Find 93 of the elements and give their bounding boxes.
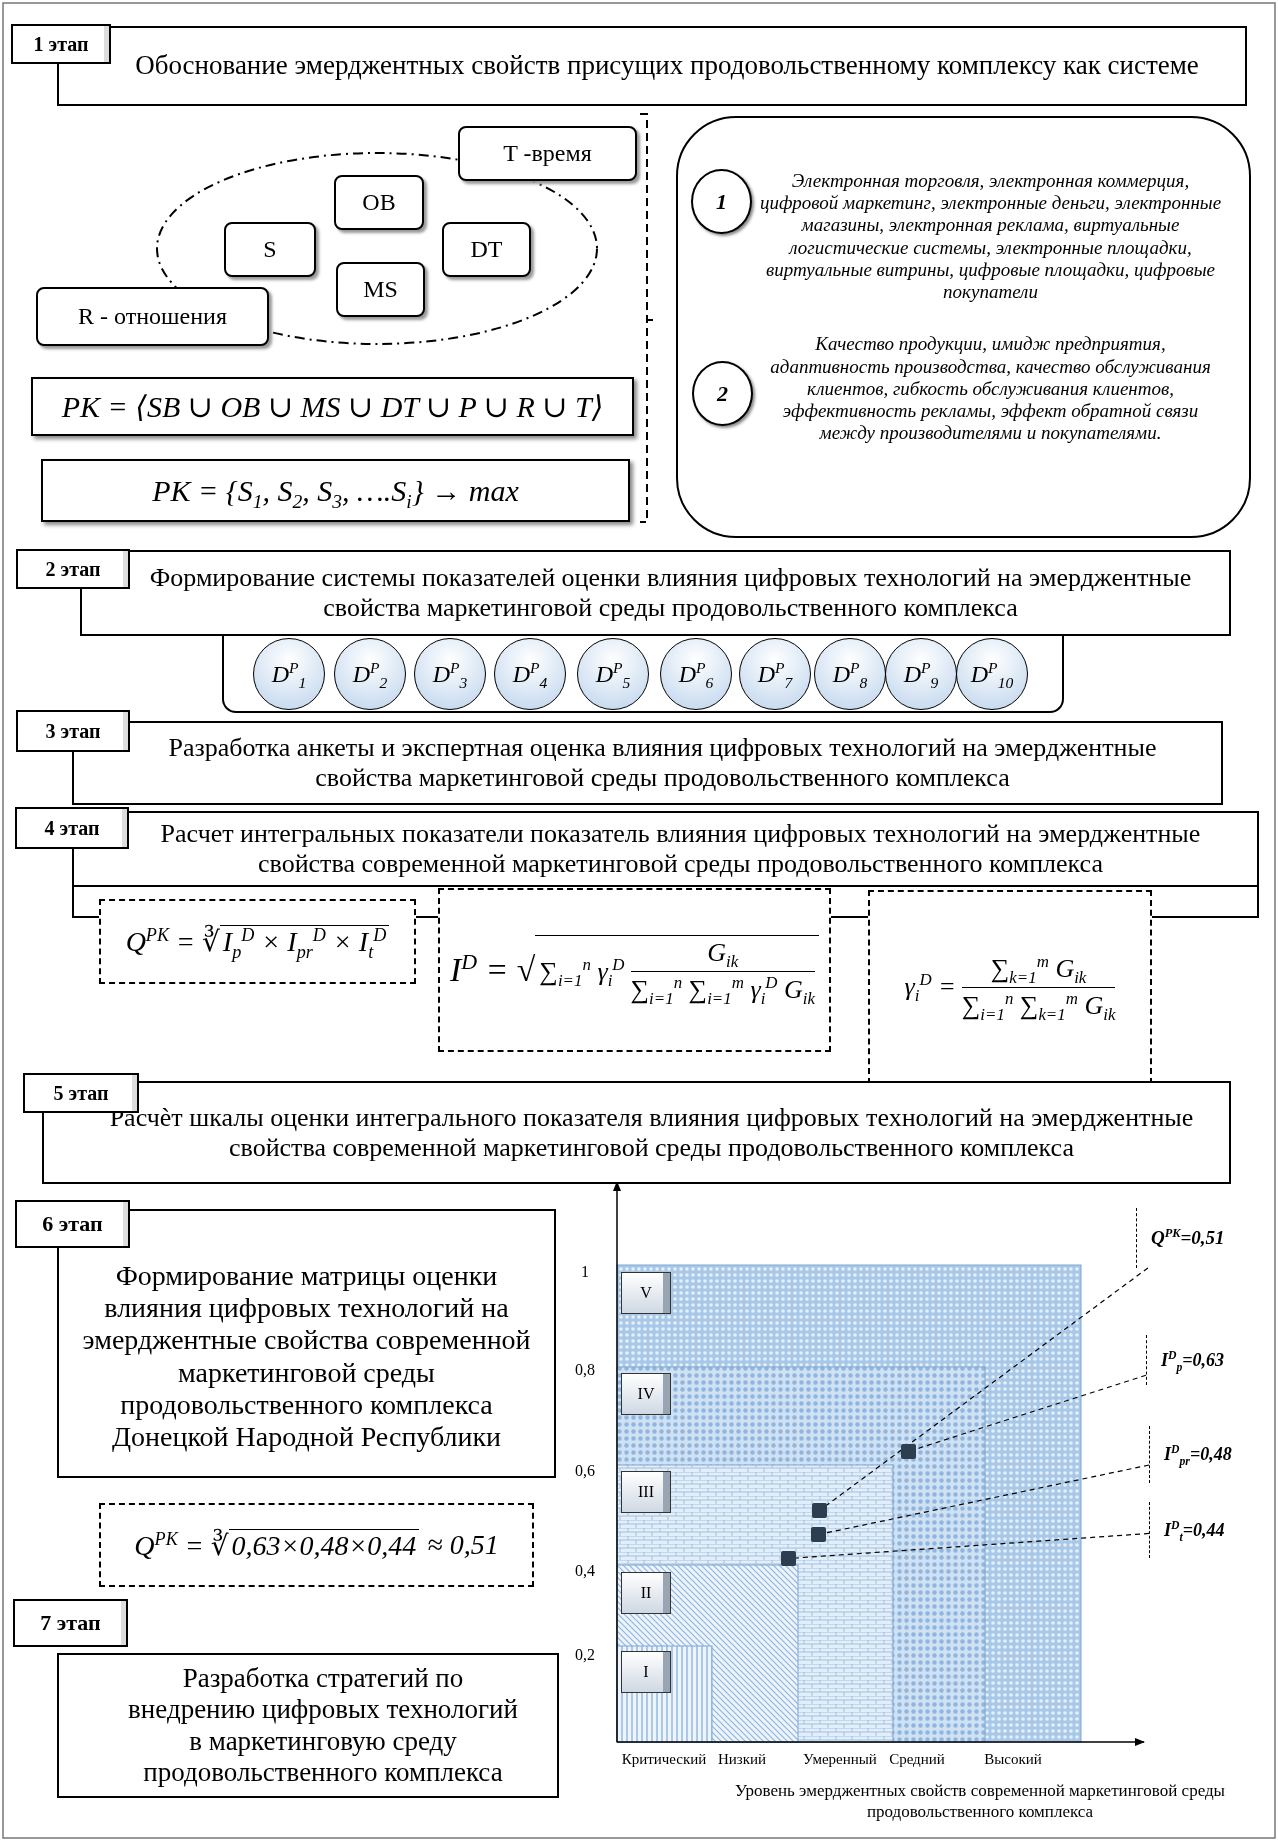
indicator-circle <box>814 638 886 710</box>
stage-tab <box>13 1599 128 1647</box>
formula-box <box>41 459 630 522</box>
element-label: DT <box>470 236 503 263</box>
formula-text: ∑$_{i=1}$$^{n}$ ∑$_{i=1}$$^{m}$ γ$_{i}$$^{D}$ G$_{ik}$ <box>630 975 816 1005</box>
formula-text: ≈ 0,51 <box>427 1529 499 1561</box>
element-label: S <box>263 236 277 263</box>
axis-tick-label: 0,8 <box>574 1360 596 1380</box>
stage-title: Разработка стратегий по внедрению цифровых технологий в маркетинговую среду продовольственного комплекса <box>127 1663 519 1788</box>
description-panel <box>676 116 1251 538</box>
formula-box <box>99 899 416 984</box>
element-box <box>334 175 424 230</box>
element-label: T -время <box>503 140 592 167</box>
axis-title: Уровень эмерджентных свойств современной маркетинговой среды продовольственного комплекса <box>733 1780 1227 1823</box>
element-label: OB <box>362 189 396 216</box>
indicator-panel <box>222 636 1064 713</box>
formula-text: PK = {S$_{1}$, S$_{2}$, S$_{3}$, ….S$_{i}$} → max <box>152 473 519 508</box>
zone-cube <box>621 1373 671 1415</box>
category-label: Средний <box>888 1750 946 1769</box>
formula-box <box>438 888 831 1052</box>
stage-number: 5 этап <box>53 1081 109 1105</box>
category-label: Умеренный <box>802 1750 878 1769</box>
formula-box <box>31 377 634 436</box>
zone-numeral: V <box>640 1284 652 1302</box>
category-label: Высокий <box>983 1750 1043 1769</box>
axis-tick-label: 0,6 <box>574 1461 596 1481</box>
value-text: Q$^{PK}$=0,51 <box>1151 1227 1225 1249</box>
zone-cube <box>621 1572 671 1614</box>
stage-box <box>57 1209 556 1478</box>
axis-tick-label: 0,4 <box>574 1561 596 1581</box>
data-point <box>901 1444 916 1459</box>
zone-numeral: IV <box>637 1385 655 1403</box>
stage-title: Расчет интегральных показатели показатель влияния цифровых технологий на эмерджентные свойства современной маркетинговой среды продовольственного комплекса <box>159 819 1202 879</box>
data-point <box>812 1503 827 1518</box>
axis-tick-label: 1 <box>580 1262 590 1282</box>
zone-numeral: III <box>638 1483 654 1501</box>
leader-line <box>915 1374 1147 1450</box>
stage-number: 7 этап <box>40 1610 101 1636</box>
element-box <box>336 262 425 317</box>
stage-title: Формирование матрицы оценки влияния цифровых технологий на эмерджентные свойства современной маркетинговой среды продовольственного комплекса Донецкой Народной Республики <box>81 1259 532 1454</box>
stage-tab <box>16 549 130 589</box>
formula-text: ∑$_{i=1}$$^{n}$ ∑$_{k=1}$$^{m}$ G$_{ik}$ <box>961 990 1116 1021</box>
formula-text: ∑$_{k=1}$$^{m}$ G$_{ik}$ <box>990 953 1087 984</box>
zone-cube <box>621 1471 671 1513</box>
element-label: R - отношения <box>78 303 227 330</box>
stage-box <box>57 1653 559 1798</box>
stage-number: 1 этап <box>33 32 89 56</box>
number-circle <box>692 361 753 426</box>
number-label: 1 <box>716 188 727 215</box>
stage-box <box>42 1081 1231 1184</box>
description-text: Качество продукции, имидж предприятия, адаптивность производства, качество обслуживания клиентов, гибкость обслуживания клиентов, эффективность рекламы, эффект обратной связи между производителями и покупателями. <box>769 333 1212 445</box>
formula-text: I$^{D}$ = √ <box>449 951 536 989</box>
axis-tick-label: 0,2 <box>574 1645 596 1665</box>
formula-text: PK = ⟨SB ∪ OB ∪ MS ∪ DT ∪ P ∪ R ∪ T⟩ <box>61 389 604 424</box>
formula-text: Q$^{PK}$ = ∛ <box>125 925 220 958</box>
formula-text: G$_{ik}$ <box>707 938 739 968</box>
leader-line <box>825 1464 1150 1534</box>
element-label: MS <box>363 276 398 303</box>
formula-box <box>868 890 1152 1084</box>
indicator-circle <box>956 638 1028 710</box>
stage-tab <box>11 24 111 64</box>
element-box <box>458 126 637 181</box>
formula-text: Q$^{PK}$ = ∛ <box>134 1528 229 1562</box>
stage-title: Обоснование эмерджентных свойств присущих продовольственному комплексу как системе <box>135 50 1199 82</box>
zone-cube <box>621 1272 671 1314</box>
data-point <box>781 1551 796 1566</box>
stage-number: 2 этап <box>45 557 101 581</box>
leader-line <box>826 1267 1149 1506</box>
element-box <box>36 287 269 346</box>
formula-text: 0,63×0,48×0,44 <box>228 1528 420 1562</box>
value-text: I$^{D}$$_{t}$=0,44 <box>1164 1519 1225 1541</box>
element-box <box>442 222 531 277</box>
formula-box <box>99 1503 534 1587</box>
stage-tab <box>16 710 130 752</box>
leader-line <box>795 1532 1150 1559</box>
description-text: Электронная торговля, электронная коммерция, цифровой маркетинг, электронные деньги, электронные магазины, электронная реклама, виртуальные логистические системы, электронные площадки, виртуальные витрины, цифровые площадки, цифровые покупатели <box>758 170 1223 304</box>
stage-title: Разработка анкеты и экспертная оценка влияния цифровых технологий на эмерджентные свойства маркетинговой среды продовольственного комплекса <box>167 733 1158 793</box>
zone-numeral: I <box>643 1663 649 1681</box>
zone-cube <box>621 1651 671 1693</box>
number-circle <box>691 169 752 234</box>
number-label: 2 <box>717 380 728 407</box>
stage-tab <box>15 1200 130 1248</box>
element-box <box>224 222 316 277</box>
stage-number: 4 этап <box>44 816 100 840</box>
stage-number: 3 этап <box>45 719 101 743</box>
stage-number: 6 этап <box>42 1211 103 1237</box>
zone-numeral: II <box>640 1584 652 1602</box>
data-point <box>811 1527 826 1542</box>
indicator-circle <box>885 638 957 710</box>
formula-text: γ$_{i}$$^{D}$ = <box>904 972 956 1002</box>
stage-tab <box>15 807 129 849</box>
category-label: Критический <box>620 1750 708 1769</box>
stage-title: Формирование системы показателей оценки влияния цифровых технологий на эмерджентные свойства маркетинговой среды продовольственного комплекса <box>148 563 1193 623</box>
